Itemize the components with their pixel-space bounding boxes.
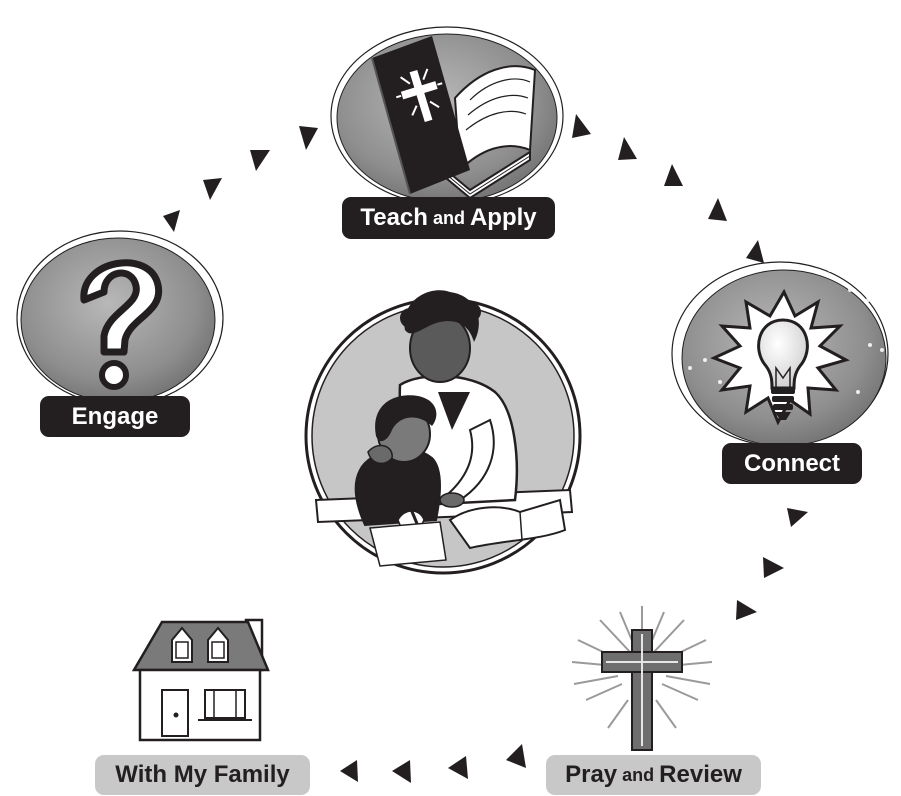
engage-node xyxy=(16,230,224,406)
arrow-triangle xyxy=(392,760,411,783)
and-word: and xyxy=(622,764,655,785)
arrow-triangle xyxy=(708,198,727,221)
review-word: Review xyxy=(659,761,742,788)
arrow-triangle xyxy=(203,178,222,200)
arrow-triangle xyxy=(506,744,526,768)
connect-label: Connect xyxy=(722,443,862,484)
with-my-family-node xyxy=(131,618,270,742)
teach-apply-node xyxy=(330,26,564,206)
teach-apply-label: Teach and Apply xyxy=(342,197,555,239)
and-word: and xyxy=(432,207,465,228)
connect-node xyxy=(671,261,889,447)
arrow-triangle xyxy=(299,126,318,150)
bible-icon xyxy=(371,36,537,200)
arrow-triangle xyxy=(746,240,764,263)
center-illustration xyxy=(304,290,582,575)
arrow-triangle xyxy=(163,210,180,232)
teach-word: Teach xyxy=(360,204,428,231)
arrow-triangle xyxy=(618,137,637,160)
arrow-triangle xyxy=(763,557,784,578)
engage-label: Engage xyxy=(40,396,190,437)
arrow-triangle xyxy=(572,114,591,138)
arrow-triangle xyxy=(250,150,270,171)
arrow-triangle xyxy=(787,508,808,527)
arrow-triangle xyxy=(340,760,358,782)
arrow-triangle xyxy=(736,600,757,620)
apply-word: Apply xyxy=(469,204,537,231)
question-mark-icon xyxy=(80,259,163,390)
pray-review-node xyxy=(571,606,713,751)
cycle-arrows xyxy=(163,114,808,783)
with-my-family-word: With My Family xyxy=(115,761,290,788)
with-my-family-label: With My Family xyxy=(95,755,310,795)
cross-icon xyxy=(571,606,713,751)
house-icon xyxy=(131,618,270,742)
connect-word: Connect xyxy=(744,449,840,477)
pray-word: Pray xyxy=(565,761,618,788)
engage-word: Engage xyxy=(71,402,159,430)
arrow-triangle xyxy=(664,164,683,186)
teacher-and-child-icon xyxy=(314,290,574,567)
arrow-triangle xyxy=(448,756,468,779)
lightbulb-icon xyxy=(710,288,850,426)
pray-review-label: Pray and Review xyxy=(546,755,761,795)
